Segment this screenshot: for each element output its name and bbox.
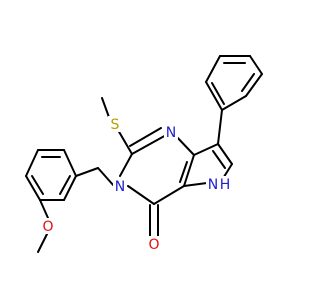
bond-ph-6: [205, 81, 223, 111]
nitrogen-atom-nh: N H: [206, 176, 232, 193]
bond-c7a-c7: [193, 143, 219, 156]
bond-ar-6-double: [59, 175, 71, 195]
bond-n5-c4a: [183, 182, 208, 187]
bond-ph-2: [245, 73, 263, 97]
svg-text:O: O: [42, 219, 53, 235]
bond-ph-1: [221, 95, 247, 111]
bond-ph-6-double: [211, 82, 225, 105]
bond-ar-4-double: [31, 175, 44, 195]
svg-text:N: N: [115, 179, 125, 195]
bond-ph-2-double: [241, 73, 255, 92]
bond-o-ch3: [37, 231, 49, 253]
bond-c2-s: [117, 129, 133, 155]
oxygen-atom-methoxy: O: [41, 218, 55, 235]
bond-c7-c6: [217, 143, 233, 165]
bond-c4-n3: [127, 185, 155, 205]
nitrogen-atom-n3: N: [113, 178, 127, 195]
bond-c2-n1-double: [129, 127, 162, 147]
bond-c7-c6-double: [212, 150, 226, 169]
bond-c2-n1: [131, 133, 169, 155]
bond-c7a-c4a-double: [179, 161, 188, 183]
bond-ch2-ar: [75, 167, 99, 177]
svg-text:H: H: [220, 177, 231, 193]
molecule-canvas: S N N N H O O: [25, 55, 263, 253]
bond-ar-4: [25, 175, 41, 201]
bond-n3-ch2: [97, 167, 115, 187]
bond-c4a-c4: [153, 185, 185, 205]
bond-ph-3: [249, 55, 263, 75]
bond-ar-o: [39, 199, 49, 219]
bond-c7a-c4a: [183, 154, 195, 187]
svg-text:N: N: [208, 177, 218, 193]
sulfur-atom: S: [108, 116, 122, 133]
nitrogen-atom-n1: N: [164, 124, 178, 141]
bond-lines: [25, 55, 263, 253]
bond-c7-ph: [217, 109, 223, 145]
bond-c2-n3: [119, 153, 133, 177]
bond-ar-6: [63, 175, 77, 201]
structure-diagram: S N N N H O O: [25, 55, 263, 253]
svg-text:O: O: [148, 237, 159, 253]
bond-ph-5: [205, 55, 221, 83]
oxygen-atom-carbonyl: O: [147, 236, 161, 253]
bond-ar-3: [25, 149, 39, 177]
svg-text:S: S: [111, 117, 120, 133]
bond-ar-1: [63, 149, 77, 177]
svg-text:N: N: [166, 125, 176, 141]
atom-labels: S N N N H O O: [41, 116, 232, 253]
